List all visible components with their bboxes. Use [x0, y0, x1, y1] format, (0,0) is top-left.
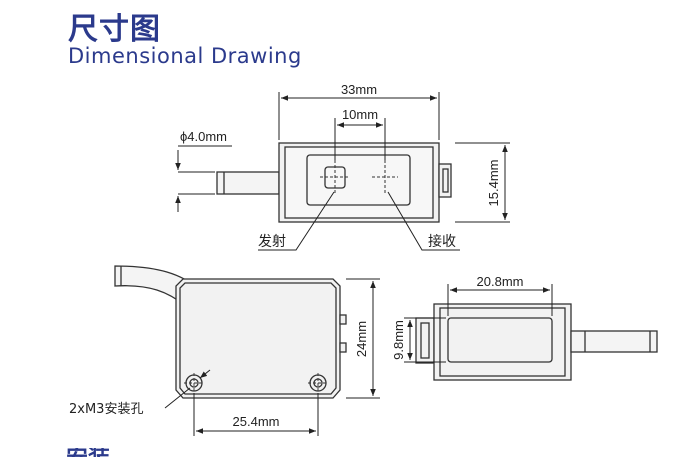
- front-cable: [216, 171, 280, 195]
- front-view: [216, 142, 452, 223]
- section-title-en: Dimensional Drawing: [68, 44, 302, 68]
- side-view: [114, 265, 347, 399]
- front-lens-window: [306, 154, 411, 206]
- dim-front-height: 15.4mm: [486, 160, 501, 207]
- top-window: [447, 317, 553, 363]
- section-title-cn: 尺寸图: [68, 12, 161, 47]
- top-body: [433, 303, 572, 381]
- dim-lens-spacing: 10mm: [342, 107, 378, 122]
- label-emitter: 发射: [258, 234, 286, 250]
- dim-top-height: 9.8mm: [391, 320, 406, 360]
- top-cable: [570, 330, 658, 353]
- label-receiver: 接收: [428, 233, 456, 250]
- top-view: [415, 303, 658, 381]
- side-body: [175, 278, 341, 399]
- dim-cable-diameter: ϕ4.0mm: [180, 129, 227, 144]
- next-section-title-fragment: 安装: [66, 448, 116, 457]
- dim-top-width: 20.8mm: [477, 274, 524, 289]
- label-mounting-holes: 2xM3安装孔: [69, 402, 143, 417]
- dim-front-width: 33mm: [341, 82, 377, 97]
- dim-side-height: 24mm: [354, 321, 369, 357]
- dim-hole-spacing: 25.4mm: [233, 414, 280, 429]
